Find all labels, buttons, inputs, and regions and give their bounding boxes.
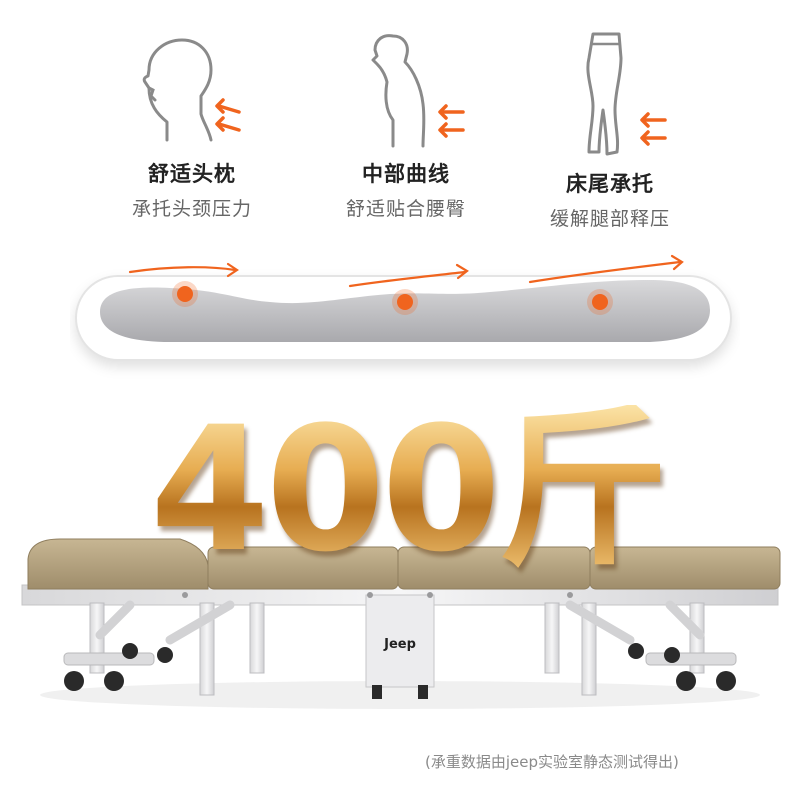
feature-subtitle: 缓解腿部释压: [549, 208, 670, 230]
test-footnote: (承重数据由jeep实验室静态测试得出): [425, 753, 679, 771]
feature-title: 舒适头枕: [148, 162, 236, 186]
pressure-point: [587, 289, 613, 315]
folding-bed-illustration: Jeep: [0, 525, 800, 740]
head-neck-icon: [142, 38, 241, 142]
legs-icon: [586, 32, 667, 156]
capacity-text: 400斤: [150, 404, 670, 576]
brand-logo: Jeep: [384, 637, 416, 652]
feature-subtitle: 舒适贴合腰臀: [345, 198, 466, 220]
feature-waist-curve: 中部曲线 舒适贴合腰臀: [306, 30, 506, 221]
feature-subtitle: 承托头颈压力: [131, 198, 252, 220]
pressure-point: [172, 281, 198, 307]
feature-title: 中部曲线: [362, 162, 450, 186]
feature-foot-support: 床尾承托 缓解腿部释压: [510, 30, 710, 231]
waist-icon: [371, 34, 465, 148]
feature-head-support: 舒适头枕 承托头颈压力: [92, 30, 292, 221]
mattress-illustration: [70, 250, 740, 380]
pressure-point: [392, 289, 418, 315]
feature-title: 床尾承托: [566, 172, 654, 196]
